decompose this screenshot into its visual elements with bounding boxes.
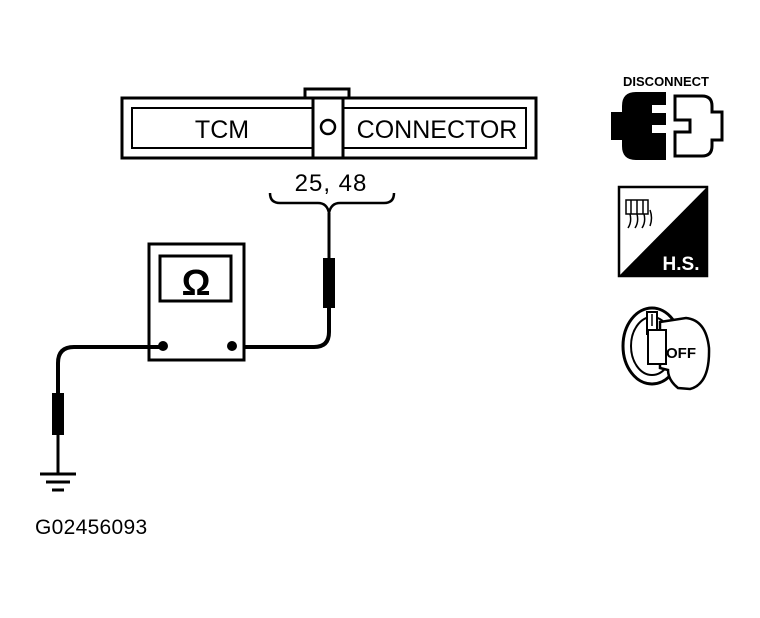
harness-side-label: H.S. <box>663 254 700 275</box>
disconnect-icon: DISCONNECT <box>611 74 724 160</box>
harness-side-icon: H.S. <box>617 185 709 278</box>
connector-pins-label: 25, 48 <box>295 170 368 197</box>
figure-id: G02456093 <box>35 516 148 539</box>
meter-terminal-right <box>227 341 237 351</box>
connector-lock-circle <box>319 118 337 136</box>
connector-left-label: TCM <box>195 116 249 144</box>
harness-connector-sketch <box>625 199 653 229</box>
tcm-connector: TCM CONNECTOR <box>120 87 538 160</box>
ohmmeter: Ω <box>147 242 246 362</box>
ignition-key-off-icon: OFF <box>621 306 711 391</box>
ohm-symbol: Ω <box>182 262 211 303</box>
probe-lead-positive <box>232 213 335 349</box>
ignition-off-label: OFF <box>666 345 696 362</box>
probe-lead-ground <box>52 345 163 474</box>
disconnect-label: DISCONNECT <box>623 74 709 89</box>
connector-right-label: CONNECTOR <box>357 116 518 144</box>
ground-symbol <box>40 472 76 492</box>
